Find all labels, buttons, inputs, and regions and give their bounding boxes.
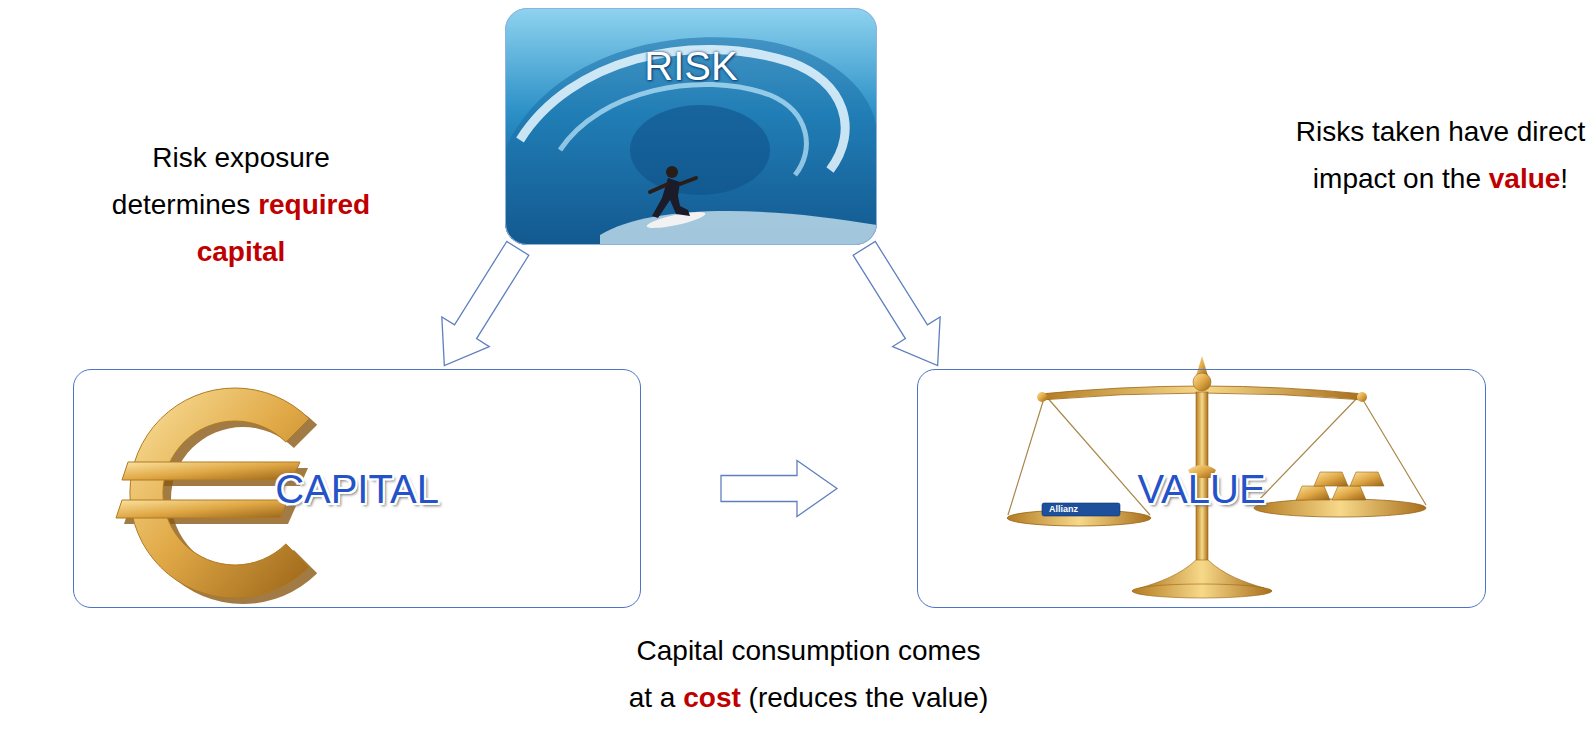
emphasis: value bbox=[1489, 163, 1561, 194]
risk-box: RISK bbox=[505, 8, 877, 245]
sea bbox=[505, 8, 877, 245]
value-box: CAPITAL bbox=[73, 369, 641, 608]
wave-body bbox=[505, 37, 877, 245]
edge-label: Risk exposure determines required capita… bbox=[101, 134, 381, 275]
value-box: VALUE bbox=[917, 369, 1486, 608]
block-arrow bbox=[853, 241, 940, 365]
logo-text: Allianz bbox=[1049, 503, 1078, 516]
node-title: VALUE bbox=[1137, 466, 1265, 512]
edge-label: Capital consumption comes at a cost (red… bbox=[626, 627, 991, 721]
surfer bbox=[646, 166, 707, 231]
wave-picture bbox=[505, 8, 877, 245]
edge-label: Risks taken have direct impact on the va… bbox=[1288, 108, 1593, 202]
emphasis: cost bbox=[683, 682, 741, 713]
plain-text: (reduces the value) bbox=[741, 682, 988, 713]
scales-picture bbox=[1007, 356, 1426, 598]
wave-tube bbox=[630, 105, 770, 195]
block-arrow bbox=[442, 241, 529, 365]
plain-text: ! bbox=[1560, 163, 1568, 194]
allianz-card bbox=[1042, 503, 1120, 516]
node-title: RISK bbox=[644, 43, 737, 89]
wave-spray bbox=[600, 211, 877, 245]
gold-bars bbox=[1296, 472, 1384, 500]
node-title: CAPITAL bbox=[275, 466, 439, 512]
block-arrow bbox=[721, 461, 837, 517]
